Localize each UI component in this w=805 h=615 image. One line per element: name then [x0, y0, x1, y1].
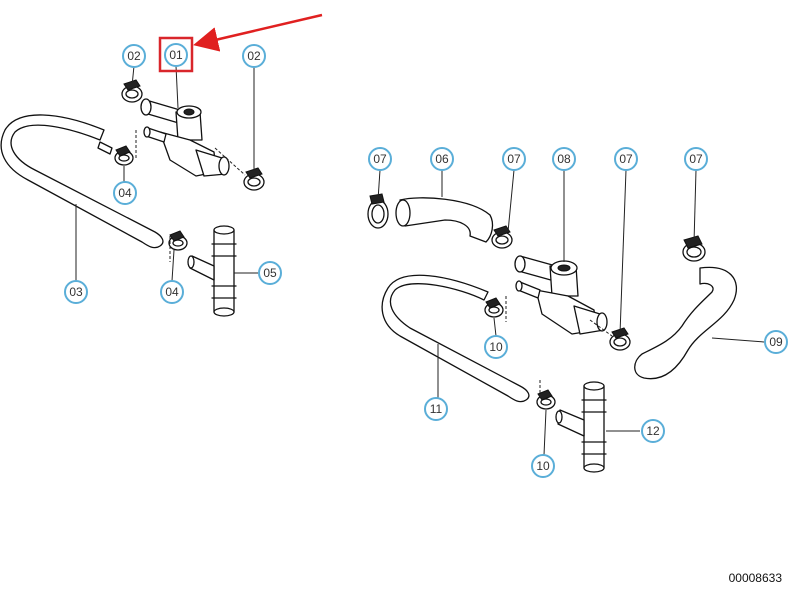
callout-06-label: 06	[435, 152, 449, 166]
callout-04-upper-label: 04	[118, 186, 132, 200]
callout-02-left-label: 02	[127, 49, 141, 63]
callout-02-left[interactable]: 02	[122, 44, 146, 68]
callout-10-upper[interactable]: 10	[484, 335, 508, 359]
clamp-07-d[interactable]	[682, 235, 706, 262]
clamp-02-right[interactable]	[243, 167, 265, 191]
callout-11[interactable]: 11	[424, 397, 448, 421]
callout-12-label: 12	[646, 424, 660, 438]
clamp-02-left[interactable]	[121, 79, 143, 103]
callout-05[interactable]: 05	[258, 261, 282, 285]
hose-09[interactable]	[634, 266, 738, 380]
t-connector-05[interactable]	[187, 225, 237, 317]
callout-08[interactable]: 08	[552, 147, 576, 171]
callout-01-label: 01	[169, 48, 183, 62]
callout-07-d[interactable]: 07	[684, 147, 708, 171]
t-connector-12[interactable]	[555, 381, 607, 473]
callout-10-lower-label: 10	[536, 459, 550, 473]
callout-10-lower[interactable]: 10	[531, 454, 555, 478]
valve-08[interactable]	[514, 255, 608, 335]
callout-12[interactable]: 12	[641, 419, 665, 443]
clamp-04-upper[interactable]	[114, 145, 134, 166]
callout-03-label: 03	[69, 285, 83, 299]
callout-07-a-label: 07	[373, 152, 387, 166]
valve-01[interactable]	[140, 98, 230, 177]
callout-07-b-label: 07	[507, 152, 521, 166]
callout-11-label: 11	[430, 402, 443, 416]
callout-09[interactable]: 09	[764, 330, 788, 354]
leader-lines	[75, 65, 765, 456]
left-assembly	[0, 79, 265, 317]
clamp-07-b[interactable]	[491, 225, 513, 249]
callout-10-upper-label: 10	[489, 340, 503, 354]
hose-11[interactable]	[381, 274, 530, 403]
reference-number: 00008633	[729, 571, 783, 585]
hose-06[interactable]	[399, 197, 494, 243]
callout-04-upper[interactable]: 04	[113, 181, 137, 205]
clamp-10-lower[interactable]	[536, 389, 556, 410]
clamp-07-a[interactable]	[367, 193, 389, 229]
callout-08-label: 08	[557, 152, 571, 166]
callout-01[interactable]: 01	[164, 43, 188, 67]
callout-07-d-label: 07	[689, 152, 703, 166]
callout-06[interactable]: 06	[430, 147, 454, 171]
right-assembly	[367, 193, 738, 473]
callout-07-c[interactable]: 07	[614, 147, 638, 171]
callout-09-label: 09	[769, 335, 783, 349]
hose-end-03	[97, 141, 113, 155]
callout-04-lower-label: 04	[165, 285, 179, 299]
highlight-box	[158, 36, 194, 73]
clamp-10-upper[interactable]	[484, 297, 504, 318]
callout-04-lower[interactable]: 04	[160, 280, 184, 304]
callout-07-a[interactable]: 07	[368, 147, 392, 171]
callout-05-label: 05	[263, 266, 277, 280]
clamp-04-lower[interactable]	[168, 230, 188, 251]
callout-03[interactable]: 03	[64, 280, 88, 304]
callout-07-c-label: 07	[619, 152, 633, 166]
hose-03[interactable]	[0, 114, 164, 249]
callout-02-right-label: 02	[247, 49, 261, 63]
callout-02-right[interactable]: 02	[242, 44, 266, 68]
callout-07-b[interactable]: 07	[502, 147, 526, 171]
red-arrow	[193, 13, 323, 52]
